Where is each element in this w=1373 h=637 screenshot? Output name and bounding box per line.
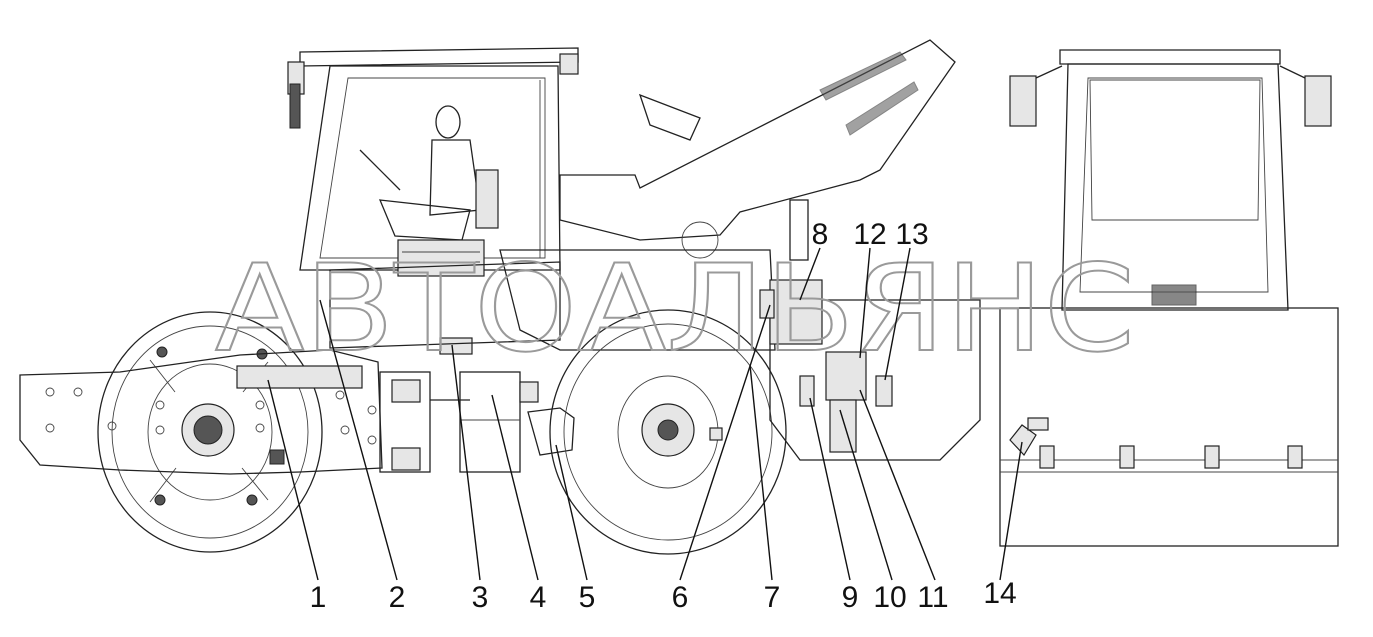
front-frame: [19, 349, 383, 475]
callout-4: 4: [530, 581, 547, 614]
side-view: [19, 39, 981, 555]
rear-tyre: [549, 309, 787, 555]
rear-frame: [759, 279, 981, 461]
callout-14: 14: [983, 577, 1016, 610]
callout-11: 11: [917, 581, 948, 614]
callout-2: 2: [389, 581, 406, 614]
engine-hood: [329, 39, 956, 351]
callout-9: 9: [842, 581, 859, 614]
callout-10: 10: [873, 581, 906, 614]
callout-labels: 1 2 3 4 5 6 7 8 9 10 11 12 13 14: [310, 218, 1017, 614]
rear-view: [999, 49, 1339, 547]
watermark: АВТОАЛЬЯНС: [215, 240, 1135, 379]
callout-8: 8: [812, 218, 829, 251]
leader-lines: [267, 247, 1023, 581]
callout-7: 7: [764, 581, 781, 614]
middle-section: [379, 337, 575, 473]
callout-13: 13: [895, 218, 928, 251]
callout-5: 5: [579, 581, 596, 614]
callout-3: 3: [472, 581, 489, 614]
callout-1: 1: [310, 581, 327, 614]
callout-12: 12: [853, 218, 886, 251]
cab: [287, 47, 579, 277]
callout-6: 6: [672, 581, 689, 614]
